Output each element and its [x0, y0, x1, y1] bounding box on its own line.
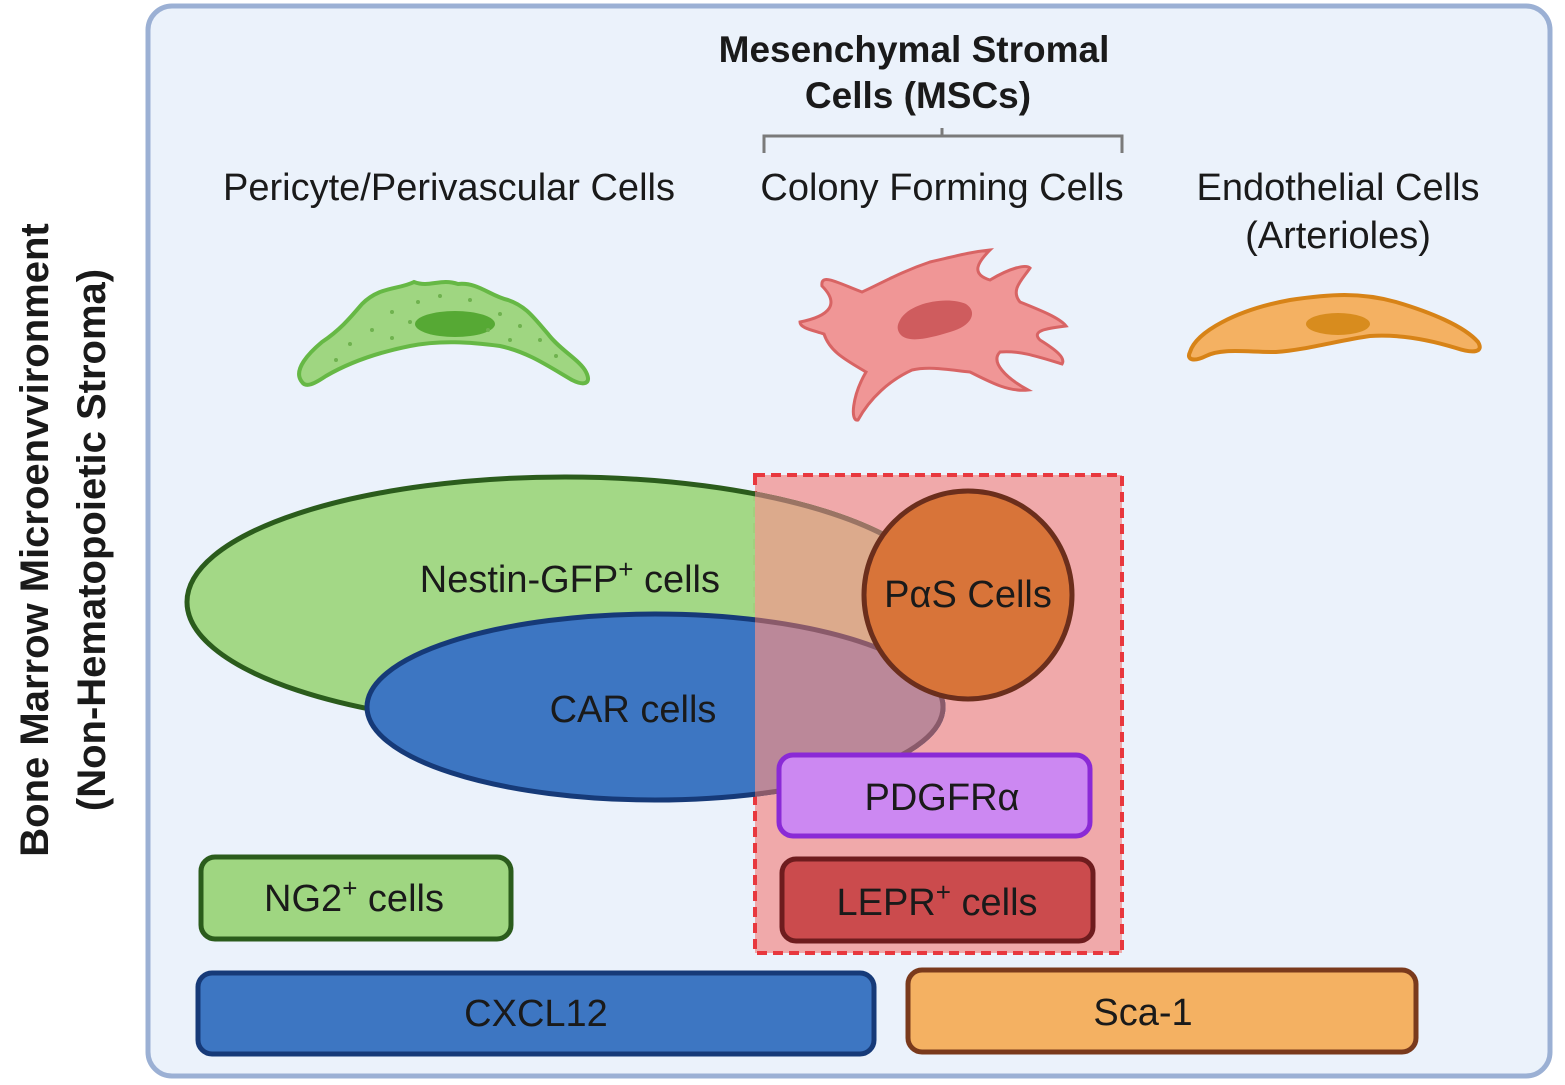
colony-forming-label: Colony Forming Cells [760, 167, 1123, 209]
sca1-label: Sca-1 [1093, 992, 1192, 1034]
side-title-line2: (Non-Hematopoietic Stroma) [70, 269, 114, 811]
msc-bracket [762, 128, 1124, 153]
lepr-label: LEPR+ cells [836, 877, 1037, 924]
pas-cells-label: PαS Cells [884, 574, 1052, 616]
side-title: Bone Marrow Microenvvironment (Non-Hemat… [13, 223, 114, 856]
lepr-box [779, 856, 1096, 944]
msc-header-line1: Mesenchymal Stromal [719, 29, 1110, 70]
pdgfra-label: PDGFRα [865, 777, 1020, 819]
msc-header-line2: Cells (MSCs) [805, 75, 1031, 116]
pericyte-cell-icon [297, 279, 591, 387]
pas-cells-circle [861, 488, 1075, 702]
colony-forming-cell-icon [798, 248, 1069, 422]
endothelial-cell-icon [1187, 293, 1482, 362]
endothelial-label-line1: Endothelial Cells [1196, 167, 1479, 209]
cxcl12-bar [195, 970, 877, 1057]
pericyte-label: Pericyte/Perivascular Cells [223, 167, 675, 209]
endothelial-label-line2: (Arterioles) [1245, 215, 1431, 257]
ng2-label: NG2+ cells [264, 873, 444, 920]
side-title-line1: Bone Marrow Microenvvironment [13, 223, 57, 856]
car-cells-label: CAR cells [550, 689, 717, 731]
nestin-gfp-label: Nestin-GFP+ cells [420, 554, 720, 601]
ng2-box [198, 854, 514, 942]
cxcl12-label: CXCL12 [464, 993, 608, 1035]
sca1-bar [905, 967, 1419, 1055]
pdgfra-box [776, 752, 1093, 839]
